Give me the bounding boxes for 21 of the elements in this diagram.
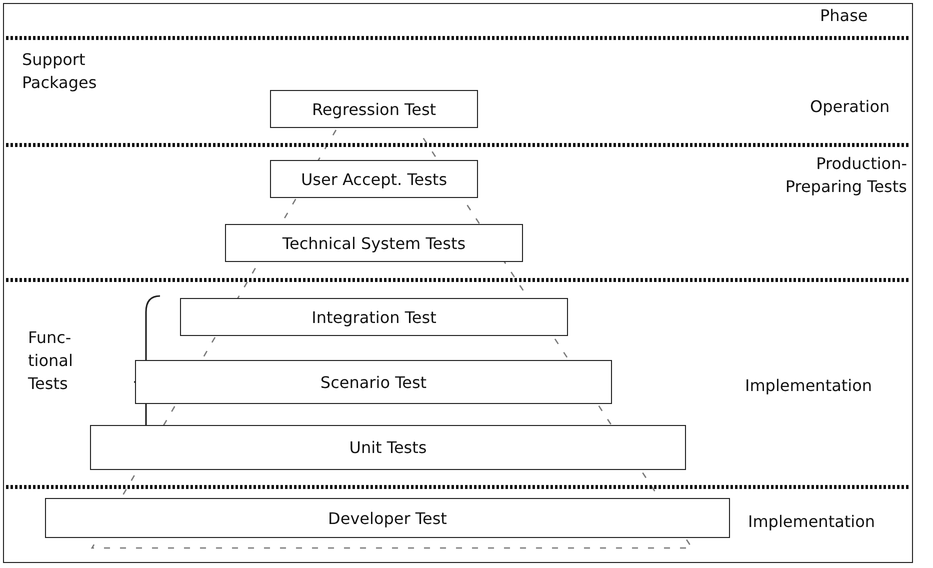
box-label: Regression Test xyxy=(312,100,436,118)
test-level-box xyxy=(180,298,568,336)
box-label: Developer Test xyxy=(328,508,447,528)
test-level-box xyxy=(270,90,478,128)
test-level-box xyxy=(135,360,612,404)
phase-label: Implementation xyxy=(745,375,874,397)
test-level-box xyxy=(90,425,686,470)
phase-label: Operation xyxy=(810,96,891,118)
box-label: Integration Test xyxy=(312,308,436,326)
box-label: Technical System Tests xyxy=(282,234,466,252)
phase-label: Production- Preparing Tests xyxy=(784,153,907,198)
phase-label: Implementation xyxy=(748,511,876,533)
test-level-box xyxy=(225,224,523,262)
box-label: Scenario Test xyxy=(320,372,427,392)
box-label: Unit Tests xyxy=(349,438,427,457)
test-level-box xyxy=(45,498,730,538)
box-label: User Accept. Tests xyxy=(300,170,448,188)
group-label: Func- tional Tests xyxy=(28,327,74,396)
group-label: Support Packages xyxy=(22,49,98,94)
phase-header: Phase xyxy=(820,5,869,27)
test-level-box xyxy=(270,160,478,198)
